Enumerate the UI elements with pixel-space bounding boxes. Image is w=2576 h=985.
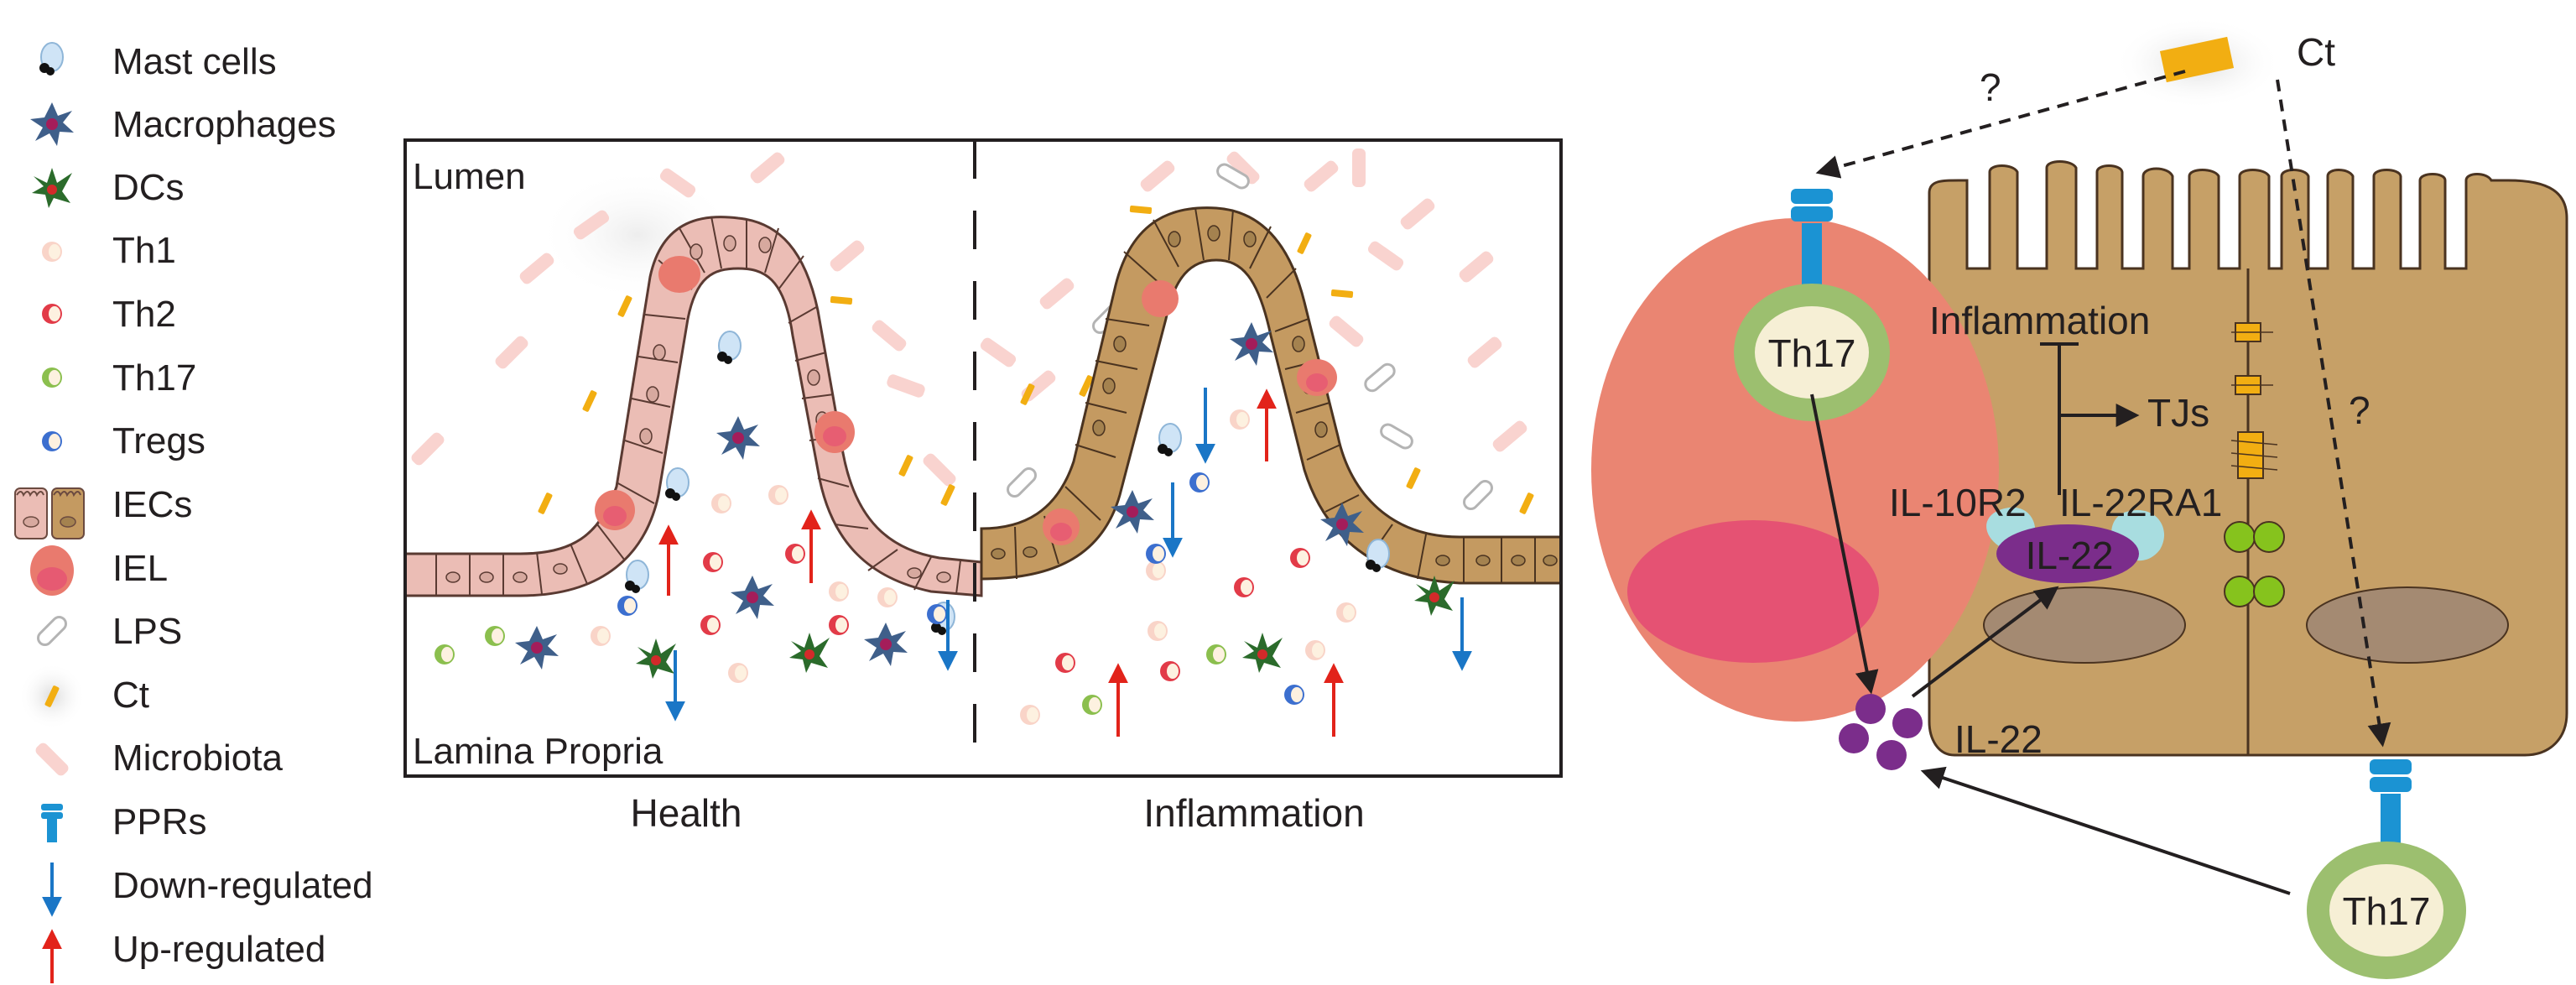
th1-cell-icon [42,242,62,262]
th17-cell-icon [42,367,62,388]
inflamed-villus [980,206,1561,585]
il22-cluster-label: IL-22 [1954,717,2043,761]
health-caption: Health [631,791,742,835]
health-villus [405,216,983,597]
legend-item-mast-cells: Mast cells [39,41,277,82]
legend-item-iecs: IECs [14,484,192,539]
il22ra1-label: IL-22RA1 [2059,481,2222,524]
th17-label: Th17 [1768,331,1856,375]
legend-label: LPS [112,611,182,652]
immune-cell-nucleus [1627,520,1879,663]
th17-cell-bottom: Th17 [2307,759,2466,979]
ct-label: Ct [2297,30,2335,74]
right-enterocyte-nucleus [2306,586,2509,664]
legend-item-up-regulated: Up-regulated [42,929,325,983]
tjs-label: TJs [2147,391,2209,435]
epithelial-cells-icon [14,487,85,539]
ppr-receptor-icon [1791,189,1833,286]
microbiota-icon [34,741,70,778]
lumen-label: Lumen [413,156,526,197]
legend-label: IECs [112,484,192,525]
question-mark-right: ? [2349,388,2370,432]
tight-junction-icon [2224,322,2285,607]
legend-label: Down-regulated [112,865,373,906]
legend-label: Th2 [112,294,176,335]
panel-frame [403,138,1563,778]
legend-label: Up-regulated [112,929,325,970]
ppr-receptor-icon [2370,759,2412,848]
left-enterocyte-nucleus [1983,586,2186,664]
legend-label: Tregs [112,420,206,461]
regulation-arrows [658,388,1472,737]
legend-item-th17: Th17 [42,357,196,399]
th17-secretes-il22-arrow [1810,393,1879,695]
legend-item-down-regulated: Down-regulated [42,863,373,917]
legend-item-tregs: Tregs [42,420,206,461]
ct-to-th17-bottom-arrow [2276,79,2391,748]
legend-item-microbiota: Microbiota [34,737,283,779]
legend-item-pprs: PPRs [41,801,206,842]
lps-icon [34,612,70,649]
ct-bacterium-icon [2159,36,2235,83]
th17-label: Th17 [2343,889,2431,933]
legend-item-lps: LPS [34,611,182,652]
health-lamina-cells [435,331,955,683]
ct-to-th17-arrow [1815,70,2186,179]
treg-cell-icon [42,431,62,451]
dendritic-cell-icon [32,168,72,208]
th17-bottom-il22-arrow [1920,766,2291,895]
ppr-receptor-icon [41,804,63,842]
iel-icon [30,545,74,596]
legend-label: IEL [112,548,168,589]
legend-label: Th17 [112,357,196,399]
legend-item-ct: Ct [18,663,149,730]
il22-receptor-complex: IL-22 [1986,507,2165,583]
macrophage-icon [30,102,74,146]
legend-label: Ct [112,675,149,716]
question-mark-left: ? [1980,65,2001,109]
legend-item-iel: IEL [30,545,168,596]
legend-label: Macrophages [112,104,336,145]
health-inflammation-panel: Lumen Lamina Propria Health Inflammation [403,138,1563,835]
mechanism-diagram: Ct [1591,17,2568,979]
legend: Mast cells Macrophages DCs Th1 Th2 Th17 … [14,41,373,983]
mast-cell-icon [39,42,64,76]
th2-cell-icon [42,304,62,324]
legend-label: Th1 [112,230,176,271]
legend-item-th2: Th2 [42,294,176,335]
legend-item-th1: Th1 [42,230,176,271]
health-lumen-contents [409,150,1018,515]
inflammation-label: Inflammation [1929,299,2150,342]
legend-item-dcs: DCs [32,167,185,208]
il22-binds-receptor-arrow [1911,586,2059,698]
legend-label: DCs [112,167,185,208]
lamina-propria-label: Lamina Propria [413,731,664,772]
il22-cytokine-cluster: IL-22 [1839,694,2043,770]
il22-receptor-label: IL-22 [2026,534,2114,577]
legend-item-macrophages: Macrophages [30,102,336,146]
legend-label: Microbiota [112,737,283,779]
inflammation-caption: Inflammation [1143,791,1364,835]
legend-label: PPRs [112,801,206,842]
il10r2-label: IL-10R2 [1889,481,2027,524]
legend-label: Mast cells [112,41,277,82]
th17-cell-top: Th17 [1734,189,1890,421]
